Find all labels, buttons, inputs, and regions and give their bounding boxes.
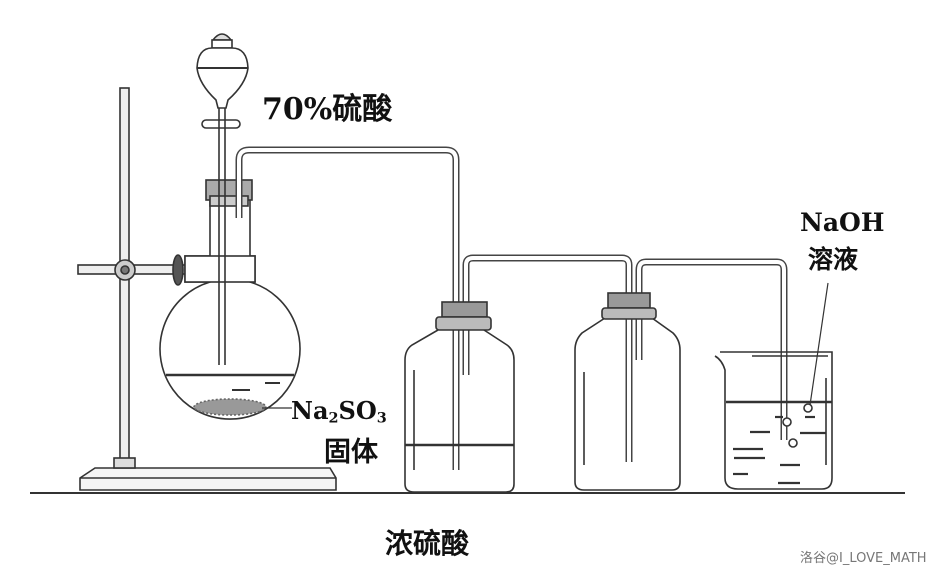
wash-bottle-2 xyxy=(574,292,681,491)
watermark: 洛谷@I_LOVE_MATH xyxy=(800,551,927,566)
wash-bottle-reagent-label: 浓硫酸 xyxy=(385,527,470,560)
formula-part: SO xyxy=(338,396,377,425)
beaker-reagent-label-line2: 溶液 xyxy=(808,245,859,274)
formula-subscript: 2 xyxy=(328,409,339,427)
beaker xyxy=(714,351,833,490)
formula-part: Na xyxy=(291,396,329,425)
formula-subscript: 3 xyxy=(376,409,387,427)
na2so3-solid xyxy=(193,398,267,416)
wash-bottle-1 xyxy=(404,301,515,493)
solid-state-label: 固体 xyxy=(324,437,378,468)
funnel-reagent-label: 70%硫酸 xyxy=(262,92,393,127)
delivery-tube-3 xyxy=(635,258,788,440)
delivery-tube-2 xyxy=(462,254,633,462)
round-bottom-flask xyxy=(159,179,301,420)
beaker-reagent-label-line1: NaOH xyxy=(800,208,885,237)
separatory-funnel xyxy=(196,33,249,365)
solid-formula-label: Na2SO3 xyxy=(291,396,387,427)
naoh-pointer-line xyxy=(809,282,829,406)
